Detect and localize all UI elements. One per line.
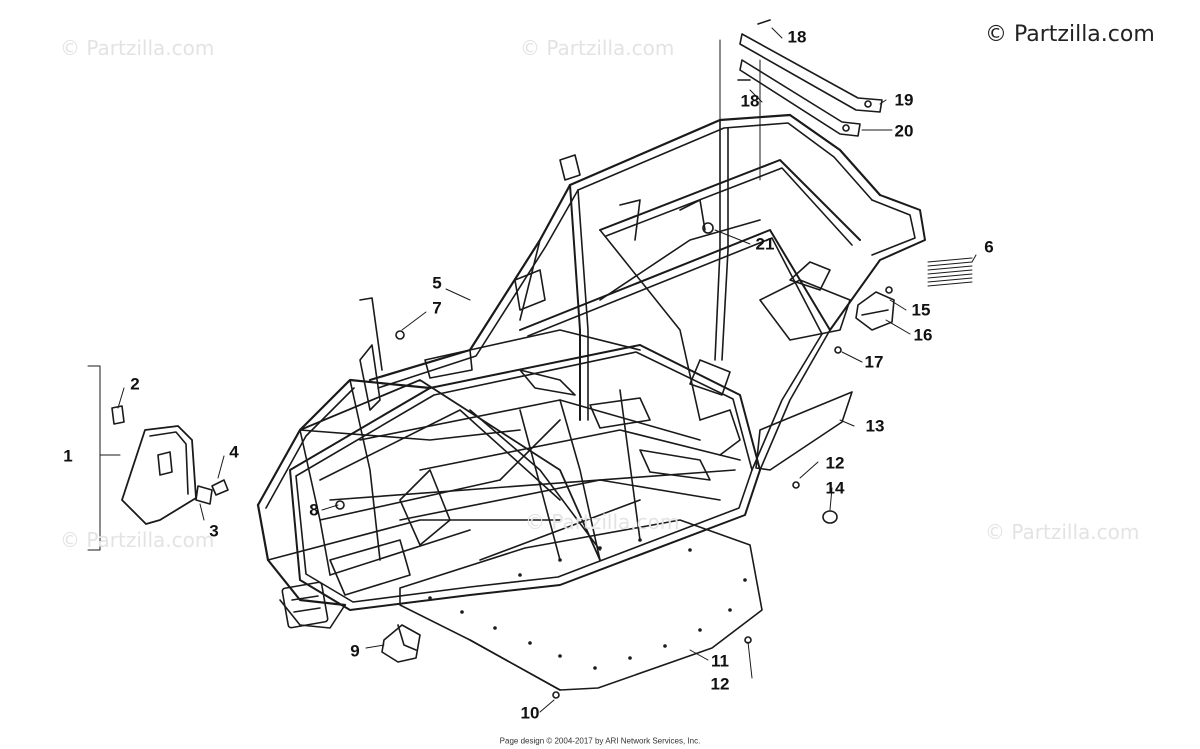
watermark: © Partzilla.com	[60, 36, 215, 60]
callout-3: 3	[209, 521, 219, 541]
callout-20: 20	[894, 121, 914, 141]
decal-hatch	[927, 257, 973, 287]
callout-19: 19	[894, 90, 914, 110]
bracket-part	[381, 624, 421, 663]
callout-10: 10	[520, 703, 540, 723]
watermark: © Partzilla.com	[60, 528, 215, 552]
callout-15: 15	[911, 300, 931, 320]
callout-9: 9	[350, 641, 360, 661]
callout-5: 5	[432, 273, 442, 293]
side-panel	[755, 391, 853, 471]
callout-6: 6	[984, 237, 994, 257]
callout-2: 2	[130, 374, 140, 394]
top-rails	[737, 19, 883, 137]
callout-13: 13	[865, 416, 885, 436]
callout-21: 21	[755, 234, 775, 254]
mount-bracket	[855, 291, 895, 331]
callout-14: 14	[825, 478, 845, 498]
watermark: © Partzilla.com	[520, 36, 675, 60]
watermark: © Partzilla.com	[525, 510, 680, 534]
skid-plate	[399, 519, 763, 691]
callout-16: 16	[913, 325, 933, 345]
callout-1: 1	[63, 446, 73, 466]
headlight-assembly	[111, 405, 229, 525]
callout-17: 17	[864, 352, 884, 372]
watermark: © Partzilla.com	[985, 520, 1140, 544]
roll-cage	[359, 113, 926, 471]
callout-7: 7	[432, 298, 442, 318]
copyright-watermark: © Partzilla.com	[985, 22, 1155, 47]
callout-8: 8	[309, 500, 319, 520]
callout-11: 11	[711, 651, 729, 671]
footer-credit: Page design © 2004-2017 by ARI Network S…	[499, 736, 701, 746]
callout-12b: 12	[825, 453, 845, 473]
callout-4: 4	[229, 442, 239, 462]
callout-12: 12	[710, 674, 730, 694]
leader-lines	[87, 27, 977, 713]
front-braces	[299, 379, 601, 561]
floor-members	[519, 359, 731, 481]
callout-18: 18	[787, 27, 807, 47]
callout-18b: 18	[740, 91, 760, 111]
